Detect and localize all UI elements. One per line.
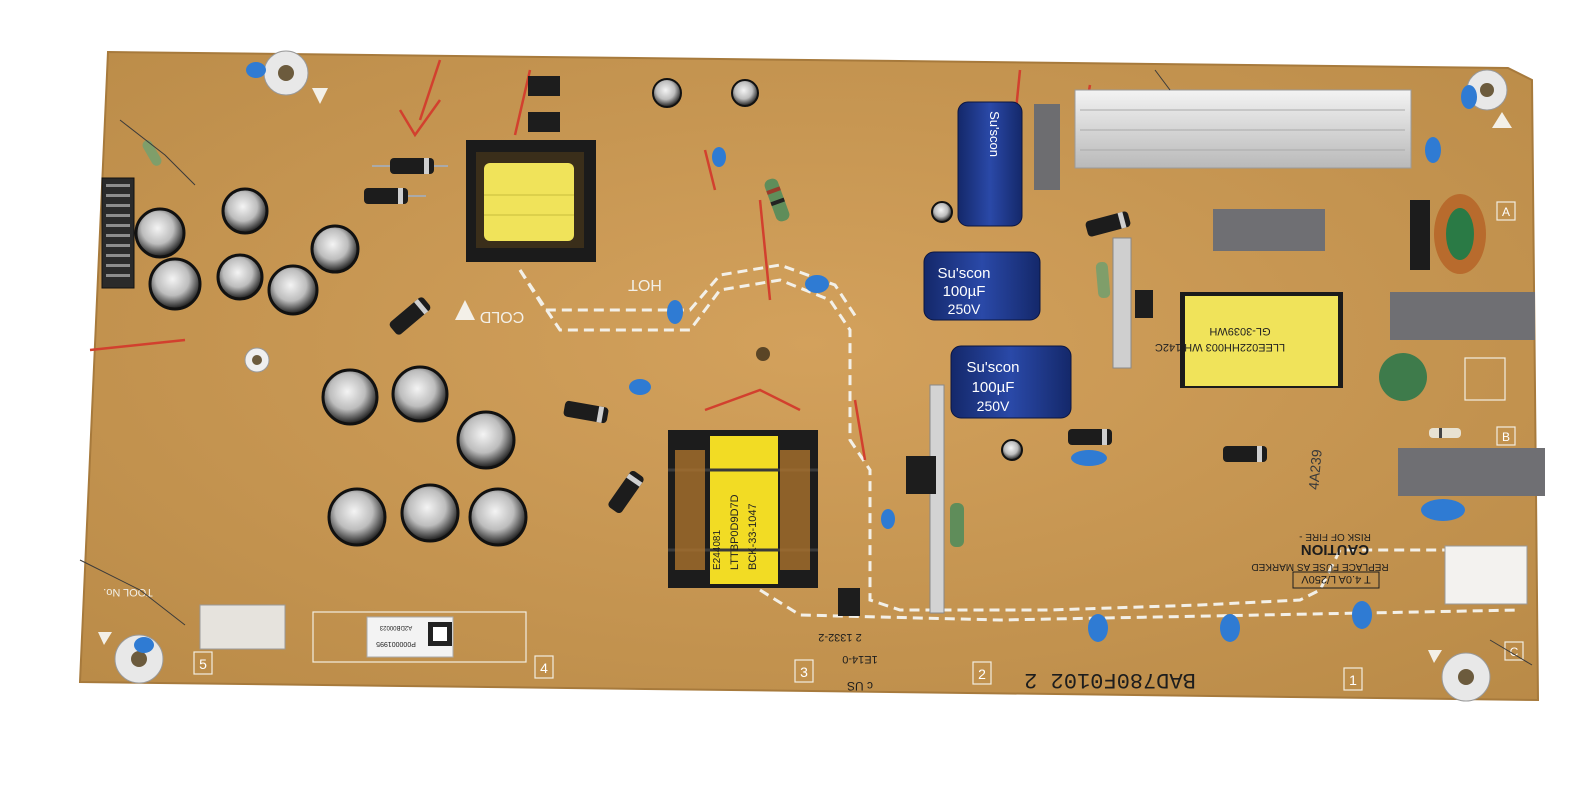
- y-capacitors: [134, 62, 1477, 653]
- arrow-icon: [1492, 112, 1512, 128]
- silkscreen-outlines: [193, 201, 1524, 691]
- optocoupler-ics: [528, 76, 1153, 616]
- caution-line-1: RISK OF FIRE -: [1299, 531, 1371, 542]
- cap-voltage: 250V: [977, 398, 1010, 414]
- section-marker-2: 2: [978, 666, 986, 682]
- arrow-icon: [1428, 650, 1442, 663]
- section-marker-c: C: [1510, 645, 1519, 659]
- board-model-code: BAD780F0102 2: [1024, 667, 1196, 692]
- main-transformer-label-2: GL-3039WH: [1209, 325, 1270, 337]
- flyback-label-2: BCK-33-1047: [747, 503, 759, 570]
- small-capacitors-top: [652, 78, 1023, 461]
- ul-mark: c US: [847, 679, 873, 693]
- cap-voltage: 250V: [948, 301, 981, 317]
- arrow-icon: [455, 300, 475, 320]
- isolation-boundary: [759, 588, 1521, 622]
- section-marker-1: 1: [1349, 672, 1357, 688]
- heatsink-left: [1034, 104, 1060, 190]
- standby-transformer: [466, 140, 596, 262]
- common-mode-choke: [1410, 194, 1486, 274]
- section-marker-b: B: [1502, 430, 1510, 444]
- x-capacitor: [1398, 448, 1545, 496]
- tool-label: TOOL No.: [103, 586, 153, 598]
- diodes: [364, 158, 1267, 514]
- lot-mark: 4A239: [1305, 448, 1324, 490]
- heatsink-fins: [1080, 109, 1405, 151]
- flyback-label: LTTBP0D9D7D: [729, 494, 741, 570]
- arrow-icon: [98, 632, 112, 645]
- bulk-capacitor-1: Su'scon: [957, 101, 1023, 227]
- heatsink-top: [1074, 89, 1412, 169]
- isolation-boundary: [518, 263, 860, 321]
- orientation-arrows: [98, 88, 1512, 663]
- cap-brand: Su'scon: [938, 265, 991, 282]
- main-transformer-label: LLEE022HH003 WH 142C: [1155, 341, 1285, 353]
- section-marker-4: 4: [540, 660, 548, 676]
- fuse-rating-box: [1292, 571, 1380, 589]
- mounting-hole: [1480, 83, 1494, 97]
- section-marker-a: A: [1502, 205, 1510, 219]
- caution-title: CAUTION: [1301, 541, 1369, 558]
- sticker-code: A2DB00023: [379, 624, 412, 630]
- qr-code-inner: [433, 627, 447, 641]
- varistor: [1379, 353, 1427, 401]
- hot-label: HOT: [628, 276, 662, 293]
- cap-brand: Su'scon: [967, 359, 1020, 376]
- bulk-capacitor-3: Su'scon 100µF 250V: [950, 345, 1072, 419]
- cold-label: COLD: [480, 308, 524, 325]
- input-connector: [1444, 545, 1528, 605]
- flyback-transformer: [668, 430, 818, 588]
- cap-value: 100µF: [972, 379, 1015, 396]
- x-capacitor: [1213, 209, 1325, 251]
- main-transformer: [1180, 292, 1343, 388]
- resistors: [142, 140, 1461, 547]
- connector-pins: [106, 184, 130, 277]
- section-marker-3: 3: [800, 664, 808, 680]
- mounting-hole: [252, 355, 262, 365]
- heatsink-mid: [1112, 237, 1132, 369]
- mounting-hole: [756, 347, 770, 361]
- heatsink-lower: [929, 384, 945, 614]
- x-capacitor: [1390, 292, 1535, 340]
- wires: [79, 69, 1533, 666]
- electrolytic-capacitors-secondary: [134, 187, 528, 547]
- cap-value: 100µF: [943, 283, 986, 300]
- mounting-hole: [1458, 669, 1474, 685]
- bulk-capacitor-2: Su'scon 100µF 250V: [923, 251, 1041, 321]
- arrow-icon: [312, 88, 328, 104]
- output-connector: [199, 604, 286, 650]
- sticker-code-2: P000001995: [376, 640, 416, 647]
- mounting-hole: [131, 651, 147, 667]
- mounting-hole: [278, 65, 294, 81]
- sub-code: 2 1332-2: [818, 631, 861, 643]
- cap-brand: Su'scon: [987, 111, 1002, 157]
- caution-line-2: REPLACE FUSE AS MARKED: [1251, 561, 1388, 572]
- flyback-label-3: E244081: [712, 530, 723, 570]
- date-code: 1E14-0: [842, 653, 877, 665]
- fuse-rating: T 4.0A L/250V: [1301, 573, 1371, 585]
- section-marker-5: 5: [199, 656, 207, 672]
